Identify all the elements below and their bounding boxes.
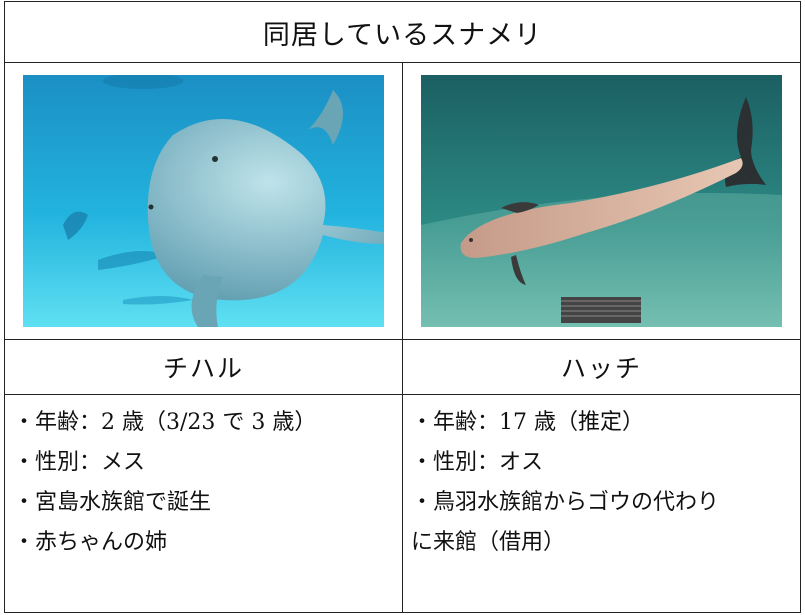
left-photo-cell (4, 62, 403, 340)
hacchi-info: ・年齢：17 歳（推定） ・性別：オス ・鳥羽水族館からゴウの代わり に来館（借… (401, 394, 802, 613)
right-photo-cell (401, 62, 802, 340)
chiharu-fact-birthplace: ・宮島水族館で誕生 (13, 490, 212, 515)
hacchi-fact-sex: ・性別：オス (411, 450, 544, 475)
hacchi-photo-image (421, 75, 782, 327)
chiharu-photo (23, 75, 384, 327)
chiharu-photo-image (23, 75, 384, 327)
chiharu-fact-relation: ・赤ちゃんの姉 (13, 530, 168, 555)
porpoise-info-table: 同居しているスナメリ (3, 1, 802, 613)
chiharu-name: チハル (4, 339, 403, 395)
hacchi-name: ハッチ (401, 339, 802, 395)
chiharu-fact-age: ・年齢：2 歳（3/23 で 3 歳） (13, 410, 317, 435)
hacchi-photo (421, 75, 782, 327)
hacchi-fact-age: ・年齢：17 歳（推定） (411, 410, 644, 435)
chiharu-fact-sex: ・性別：メス (13, 450, 146, 475)
table-title: 同居しているスナメリ (3, 1, 802, 63)
hacchi-fact-origin-continued: に来館（借用） (411, 530, 566, 555)
chiharu-info: ・年齢：2 歳（3/23 で 3 歳） ・性別：メス ・宮島水族館で誕生 ・赤ち… (4, 394, 403, 613)
hacchi-fact-origin: ・鳥羽水族館からゴウの代わり (411, 490, 720, 515)
